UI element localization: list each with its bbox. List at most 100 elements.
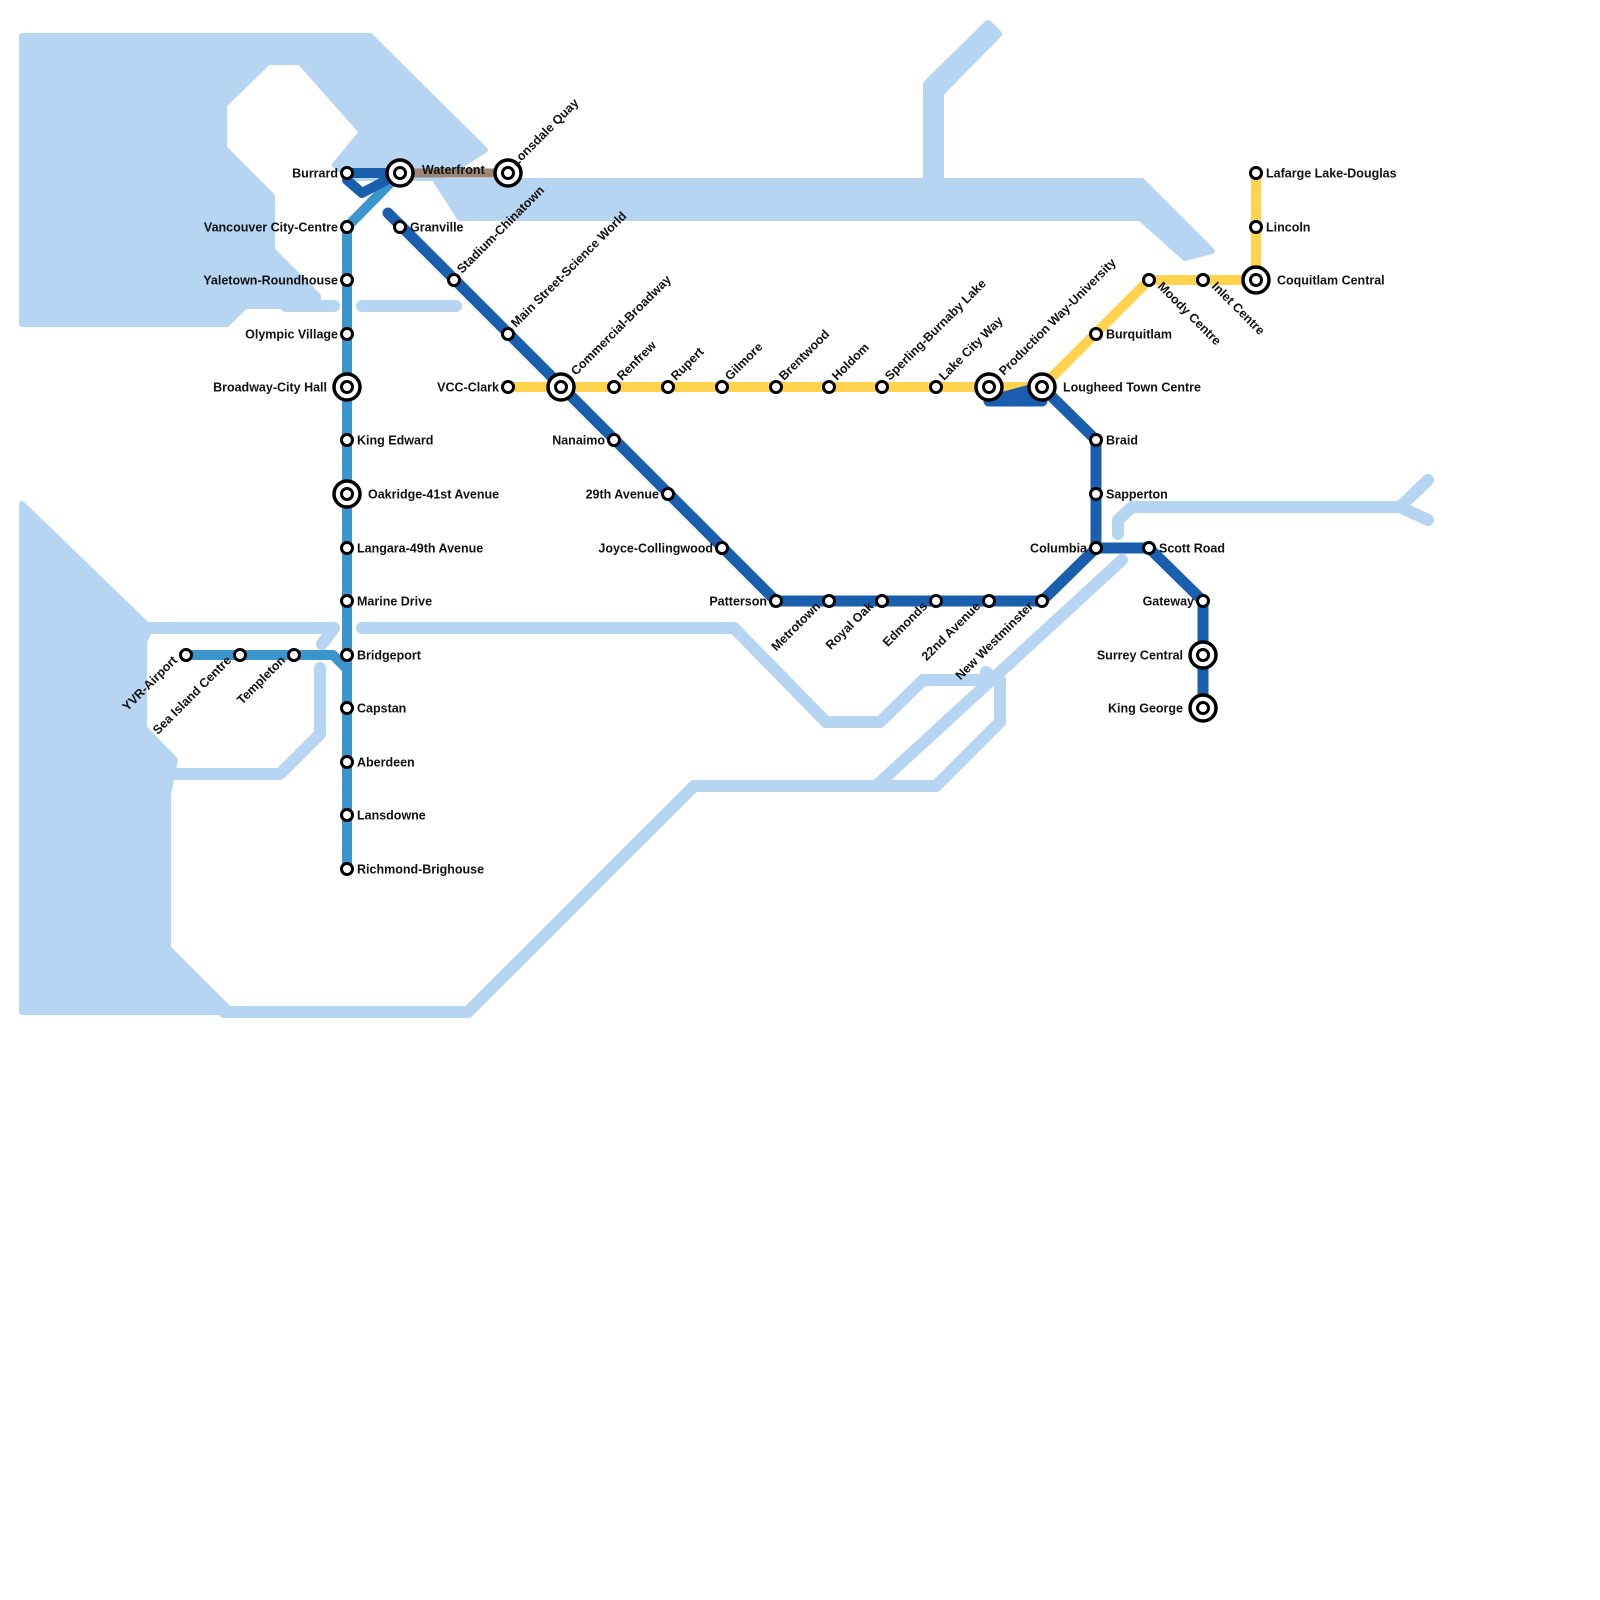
station-langara[interactable] [340,541,354,555]
station-bridgeport[interactable] [340,648,354,662]
station-dot [340,220,354,234]
station-dot [340,594,354,608]
fraser-main-arm [218,666,1006,1018]
station-surrey-central[interactable] [1188,640,1218,670]
station-lonsdale[interactable] [493,158,523,188]
station-dot [340,327,354,341]
fraser-middle-arm [158,662,326,780]
station-22nd-avenue[interactable] [982,594,996,608]
station-templeton[interactable] [287,648,301,662]
station-capstan[interactable] [340,701,354,715]
expo-line-downtown[interactable] [342,168,405,198]
station-holdom[interactable] [822,380,836,394]
station-vcc-clark[interactable] [501,380,515,394]
station-dot [715,380,729,394]
expo-line[interactable] [382,207,1102,607]
station-olympic-village[interactable] [340,327,354,341]
station-waterfront[interactable] [385,158,415,188]
station-sperling[interactable] [875,380,889,394]
station-sapperton[interactable] [1089,487,1103,501]
station-royal-oak[interactable] [875,594,889,608]
station-stadium[interactable] [447,273,461,287]
station-yvr[interactable] [179,648,193,662]
station-label-waterfront: Waterfront [422,163,486,177]
station-broadway-city-hall[interactable] [332,372,362,402]
station-nanaimo[interactable] [607,433,621,447]
station-label-scott-road: Scott Road [1159,542,1225,556]
station-king-george[interactable] [1188,693,1218,723]
station-patterson[interactable] [769,594,783,608]
station-label-lonsdale: Lonsdale Quay [508,96,581,169]
station-commercial[interactable] [546,372,576,402]
station-label-production-way: Production Way-University [996,256,1119,379]
station-dot [769,380,783,394]
station-joyce[interactable] [715,541,729,555]
station-label-columbia: Columbia [1030,542,1088,556]
station-dot [1196,273,1210,287]
station-label-olympic-village: Olympic Village [245,328,338,342]
station-gilmore[interactable] [715,380,729,394]
station-29th-avenue[interactable] [661,487,675,501]
station-oakridge[interactable] [332,479,362,509]
station-burrard[interactable] [340,166,354,180]
station-king-edward[interactable] [340,433,354,447]
station-new-westminster[interactable] [1035,594,1049,608]
station-lincoln[interactable] [1249,220,1263,234]
station-dot [1142,541,1156,555]
station-label-rupert: Rupert [668,344,707,383]
station-scott-road[interactable] [1142,541,1156,555]
station-dot [929,380,943,394]
station-renfrew[interactable] [607,380,621,394]
station-richmond-brighouse[interactable] [340,862,354,876]
interchange-inner-ring [1196,648,1210,662]
interchange-inner-ring [1249,273,1263,287]
station-dot [929,594,943,608]
station-dot [1196,594,1210,608]
station-coquitlam-central[interactable] [1241,265,1271,295]
station-dot [1249,166,1263,180]
station-label-main-street: Main Street-Science World [508,209,629,330]
station-label-gateway: Gateway [1143,595,1194,609]
station-sea-island[interactable] [233,648,247,662]
station-main-street[interactable] [501,327,515,341]
station-label-brentwood: Brentwood [776,327,832,383]
station-label-langara: Langara-49th Avenue [357,542,483,556]
interchange-inner-ring [1035,380,1049,394]
station-rupert[interactable] [661,380,675,394]
interchange-inner-ring [340,380,354,394]
station-label-holdom: Holdom [829,340,872,383]
station-yaletown[interactable] [340,273,354,287]
station-metrotown[interactable] [822,594,836,608]
station-brentwood[interactable] [769,380,783,394]
station-dot [340,541,354,555]
station-granville[interactable] [393,220,407,234]
station-moody-centre[interactable] [1142,273,1156,287]
station-dot [501,380,515,394]
station-label-burrard: Burrard [292,167,338,181]
station-label-edmonds: Edmonds [880,599,930,649]
pitt-river-fork [1394,501,1434,526]
station-lougheed[interactable] [1027,372,1057,402]
station-marine-drive[interactable] [340,594,354,608]
station-columbia[interactable] [1089,541,1103,555]
station-braid[interactable] [1089,433,1103,447]
station-lake-city[interactable] [929,380,943,394]
station-dot [822,594,836,608]
station-lansdowne[interactable] [340,808,354,822]
station-label-lougheed: Lougheed Town Centre [1063,381,1201,395]
interchange-inner-ring [340,487,354,501]
station-production-way[interactable] [974,372,1004,402]
station-vancouver-city-centre[interactable] [340,220,354,234]
station-aberdeen[interactable] [340,755,354,769]
station-edmonds[interactable] [929,594,943,608]
station-dot [769,594,783,608]
station-gateway[interactable] [1196,594,1210,608]
station-label-commercial: Commercial-Broadway [568,272,674,378]
station-lafarge[interactable] [1249,166,1263,180]
station-dot [340,433,354,447]
station-label-broadway-city-hall: Broadway-City Hall [213,381,327,395]
indian-arm-water [923,20,1002,187]
station-burquitlam[interactable] [1089,327,1103,341]
station-inlet-centre[interactable] [1196,273,1210,287]
